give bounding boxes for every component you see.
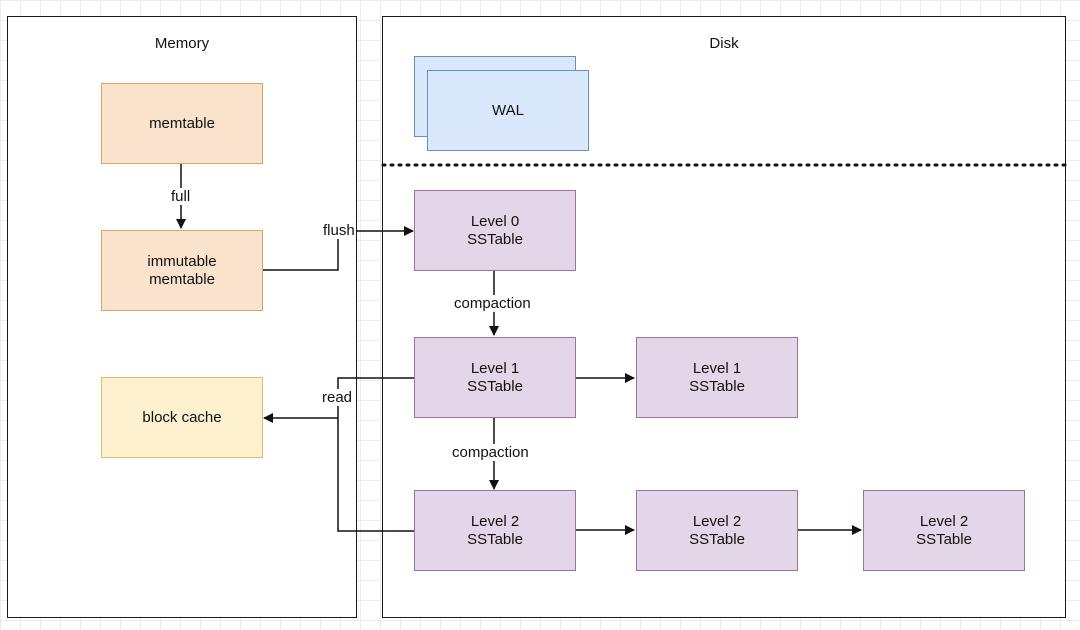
edge-read-level2 (337, 418, 414, 532)
read-label: read (321, 389, 354, 406)
disk-panel-title: Disk (709, 35, 739, 52)
compaction-label-1-2: compaction (451, 444, 530, 461)
block-cache-node: block cache (101, 377, 263, 458)
memtable-node: memtable (101, 83, 263, 164)
level0-sstable-node: Level 0 SSTable (414, 190, 576, 271)
compaction-label-0-1: compaction (453, 295, 532, 312)
full-label: full (170, 188, 192, 205)
level1-sstable-node-2: Level 1 SSTable (636, 337, 798, 418)
immutable-memtable-node: immutable memtable (101, 230, 263, 311)
level2-sstable-node: Level 2 SSTable (414, 490, 576, 571)
flush-label: flush (322, 222, 356, 239)
edge-flush (263, 226, 414, 271)
level1-sstable-node: Level 1 SSTable (414, 337, 576, 418)
level2-sstable-node-3: Level 2 SSTable (863, 490, 1025, 571)
level2-sstable-node-2: Level 2 SSTable (636, 490, 798, 571)
wal-node: WAL (427, 70, 589, 151)
memory-panel-title: Memory (154, 35, 210, 52)
